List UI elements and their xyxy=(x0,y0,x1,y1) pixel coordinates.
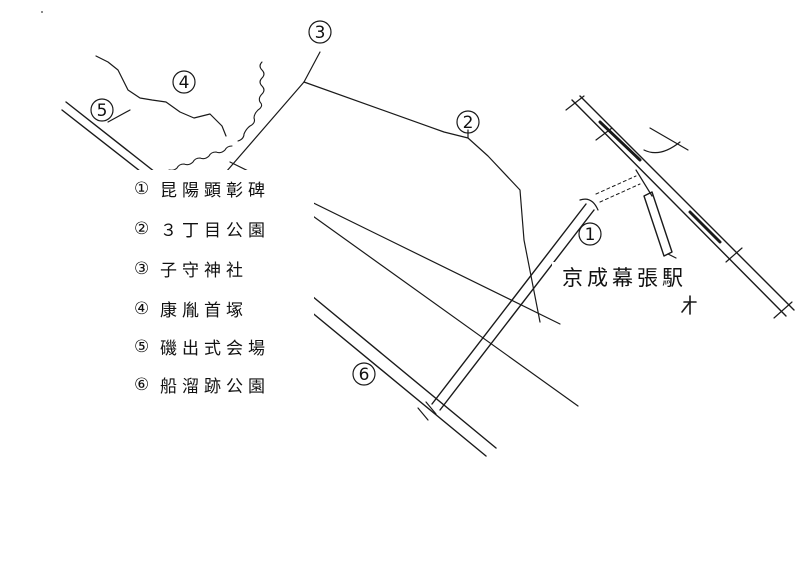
site5-pointer xyxy=(107,109,131,123)
road-to-monument xyxy=(417,175,641,421)
legend-marker: ⑤ xyxy=(134,336,150,357)
legend-label: 子守神社 xyxy=(160,261,248,281)
legend-item: ② ３丁目公園 xyxy=(134,216,270,242)
site3-pointer xyxy=(303,51,321,83)
legend-item: ④ 康胤首塚 xyxy=(134,296,248,322)
svg-text:4: 4 xyxy=(179,73,190,93)
legend-label: 磯出式会場 xyxy=(160,339,270,359)
svg-text:1: 1 xyxy=(585,225,596,245)
legend-marker: ④ xyxy=(134,298,150,319)
svg-text:2: 2 xyxy=(463,113,474,133)
legend-item: ⑥ 船溜跡公園 xyxy=(134,372,270,398)
wavy-boundary xyxy=(237,61,265,142)
map-marker-5: 5 xyxy=(90,98,114,122)
road-diagonal-2 xyxy=(309,213,579,407)
legend-item: ③ 子守神社 xyxy=(134,256,248,282)
legend-marker: ② xyxy=(134,218,150,239)
railway-line xyxy=(565,95,795,319)
map-legend: ① 昆陽顕彰碑 ② ３丁目公園 ③ 子守神社 ④ 康胤首塚 ⑤ 磯出式会場 ⑥ … xyxy=(118,170,314,406)
legend-label: 船溜跡公園 xyxy=(160,377,270,397)
station-platform xyxy=(635,169,677,259)
scan-dot xyxy=(41,11,43,13)
map-marker-6: 6 xyxy=(352,362,376,386)
road-from-site3 xyxy=(225,81,305,173)
cross-symbol xyxy=(681,295,697,315)
station-label: 京成幕張駅 xyxy=(552,262,722,294)
map-marker-1: 1 xyxy=(578,222,602,246)
map-marker-3: 3 xyxy=(308,20,332,44)
road-southwest xyxy=(303,295,497,457)
legend-label: 康胤首塚 xyxy=(160,301,248,321)
legend-label: 昆陽顕彰碑 xyxy=(160,181,270,201)
legend-marker: ⑥ xyxy=(134,374,150,395)
svg-text:6: 6 xyxy=(359,365,370,385)
wavy-boundary-lower xyxy=(168,145,233,171)
legend-label: ３丁目公園 xyxy=(160,221,270,241)
legend-marker: ① xyxy=(134,178,150,199)
road-upper xyxy=(303,81,541,323)
map-marker-2: 2 xyxy=(456,110,480,134)
svg-text:5: 5 xyxy=(97,101,108,121)
map-marker-4: 4 xyxy=(172,70,196,94)
legend-item: ⑤ 磯出式会場 xyxy=(134,334,270,360)
svg-text:3: 3 xyxy=(315,23,326,43)
legend-marker: ③ xyxy=(134,258,150,279)
coastline xyxy=(95,55,227,137)
legend-item: ① 昆陽顕彰碑 xyxy=(134,176,270,202)
